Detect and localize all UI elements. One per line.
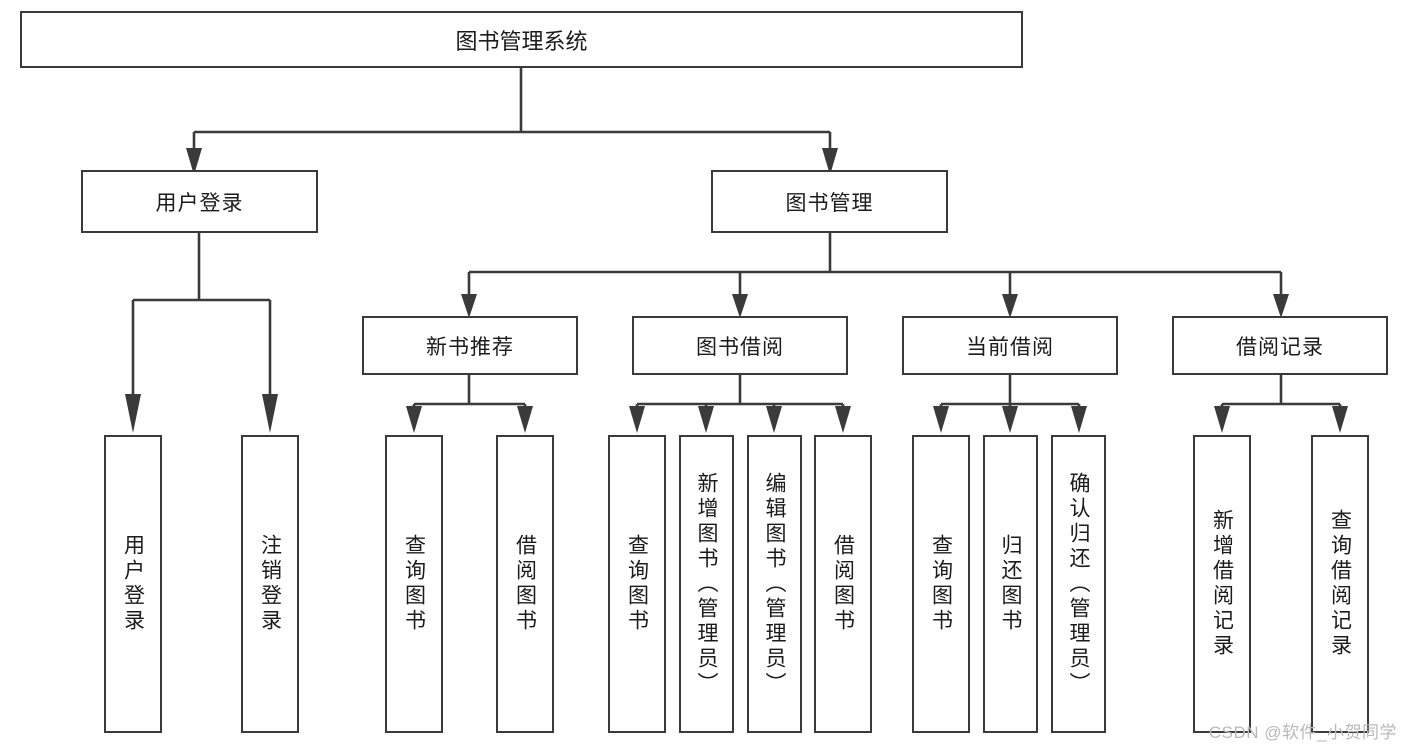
node-current-borrow[interactable]: 当前借阅 xyxy=(902,316,1118,375)
node-book-management[interactable]: 图书管理 xyxy=(711,170,948,233)
node-label: 查询图书 xyxy=(402,534,426,634)
node-label: 用户登录 xyxy=(121,534,145,634)
node-leaf-add-borrow-record[interactable]: 新增借阅记录 xyxy=(1193,435,1251,733)
node-user-login[interactable]: 用户登录 xyxy=(81,170,318,233)
node-label: 新增借阅记录 xyxy=(1210,509,1234,659)
node-borrow-record[interactable]: 借阅记录 xyxy=(1172,316,1388,375)
node-label: 编辑图书（管理员） xyxy=(763,471,786,697)
node-new-book-recommend[interactable]: 新书推荐 xyxy=(362,316,578,375)
node-label: 用户登录 xyxy=(155,191,244,215)
node-label: 查询借阅记录 xyxy=(1328,509,1352,659)
node-root-system[interactable]: 图书管理系统 xyxy=(20,11,1023,68)
node-label: 新书推荐 xyxy=(426,335,514,359)
node-label: 查询图书 xyxy=(625,534,649,634)
node-leaf-confirm-return-admin[interactable]: 确认归还（管理员） xyxy=(1051,435,1106,733)
node-label: 图书借阅 xyxy=(696,335,784,359)
node-leaf-query-book-recommend[interactable]: 查询图书 xyxy=(385,435,443,733)
node-leaf-query-borrow-record[interactable]: 查询借阅记录 xyxy=(1311,435,1369,733)
node-label: 新增图书（管理员） xyxy=(695,471,718,697)
node-leaf-logout[interactable]: 注销登录 xyxy=(241,435,299,733)
node-label: 当前借阅 xyxy=(966,335,1054,359)
node-label: 归还图书 xyxy=(999,534,1022,634)
node-leaf-borrow-book[interactable]: 借阅图书 xyxy=(814,435,872,733)
node-label: 借阅图书 xyxy=(513,534,537,634)
watermark-text: CSDN @软件_小贺同学 xyxy=(1208,723,1397,742)
node-label: 查询图书 xyxy=(929,534,953,634)
node-leaf-user-login[interactable]: 用户登录 xyxy=(104,435,162,733)
node-label: 借阅图书 xyxy=(831,534,855,634)
node-label: 确认归还（管理员） xyxy=(1067,471,1090,697)
node-leaf-borrow-book-recommend[interactable]: 借阅图书 xyxy=(496,435,554,733)
node-book-borrow[interactable]: 图书借阅 xyxy=(632,316,848,375)
node-label: 借阅记录 xyxy=(1236,335,1324,359)
node-label: 图书管理 xyxy=(785,191,874,215)
node-leaf-add-book-admin[interactable]: 新增图书（管理员） xyxy=(679,435,734,733)
node-leaf-return-book[interactable]: 归还图书 xyxy=(983,435,1038,733)
node-leaf-query-book-current[interactable]: 查询图书 xyxy=(912,435,970,733)
node-leaf-query-book-borrow[interactable]: 查询图书 xyxy=(608,435,666,733)
node-label: 图书管理系统 xyxy=(455,28,588,54)
node-leaf-edit-book-admin[interactable]: 编辑图书（管理员） xyxy=(747,435,802,733)
node-label: 注销登录 xyxy=(258,534,282,634)
